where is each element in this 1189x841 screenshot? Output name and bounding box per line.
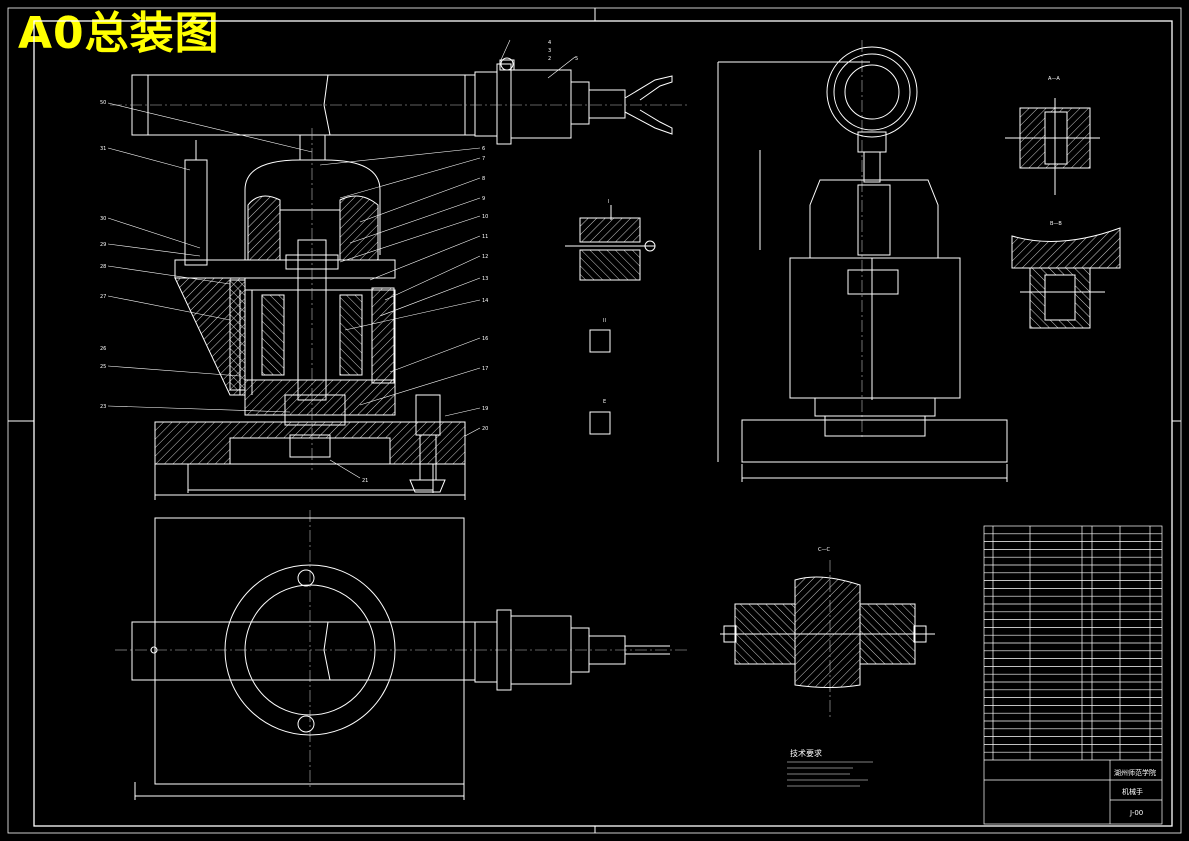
centerlines [110, 40, 863, 790]
title-block-part-name: 机械手 [1122, 787, 1143, 796]
technical-requirements: 技术要求 [787, 748, 873, 787]
detail-section-c [720, 576, 935, 688]
svg-text:21: 21 [362, 478, 368, 484]
side-view [717, 46, 1008, 482]
svg-text:2: 2 [548, 56, 551, 62]
svg-text:3: 3 [548, 48, 551, 54]
svg-text:29: 29 [100, 242, 106, 248]
svg-text:10: 10 [482, 214, 488, 220]
parts-list-table [983, 525, 1163, 825]
svg-text:12: 12 [482, 254, 488, 260]
part-number-labels: 50 31 30 29 28 27 26 25 23 6 7 8 9 10 11… [100, 40, 578, 484]
label-section-a: A—A [1048, 76, 1060, 82]
svg-text:8: 8 [482, 176, 485, 182]
svg-text:26: 26 [100, 346, 106, 352]
svg-text:31: 31 [100, 146, 106, 152]
svg-text:13: 13 [482, 276, 488, 282]
detail-section-i [565, 205, 656, 435]
svg-text:17: 17 [482, 366, 488, 372]
svg-text:9: 9 [482, 196, 485, 202]
drawing-title: A0总装图 [18, 8, 220, 59]
label-view-ii: II [603, 318, 606, 324]
title-block: 湖州师范学院 机械手 J-00 [1114, 768, 1156, 817]
svg-text:6: 6 [482, 146, 485, 152]
detail-section-a [1005, 98, 1100, 195]
svg-text:27: 27 [100, 294, 106, 300]
svg-text:30: 30 [100, 216, 106, 222]
label-section-c: C—C [818, 547, 830, 553]
svg-text:4: 4 [548, 40, 551, 46]
svg-text:16: 16 [482, 336, 488, 342]
svg-text:28: 28 [100, 264, 106, 270]
section-labels: A—A B—B C—C I II E [603, 76, 1062, 553]
svg-text:20: 20 [482, 426, 488, 432]
leader-lines [107, 39, 576, 479]
title-block-drawing-no: J-00 [1129, 809, 1143, 817]
top-view [131, 517, 670, 800]
svg-text:11: 11 [482, 234, 488, 240]
label-section-b: B—B [1050, 221, 1062, 227]
tech-req-heading: 技术要求 [790, 748, 822, 758]
svg-text:50: 50 [100, 100, 106, 106]
svg-text:23: 23 [100, 404, 106, 410]
svg-text:14: 14 [482, 298, 488, 304]
svg-text:5: 5 [575, 56, 578, 62]
title-block-school: 湖州师范学院 [1114, 768, 1156, 777]
svg-text:25: 25 [100, 364, 106, 370]
drawing-frame [7, 7, 1182, 834]
label-view-i: I [608, 199, 609, 205]
front-view [131, 57, 673, 500]
svg-text:7: 7 [482, 156, 485, 162]
svg-text:19: 19 [482, 406, 488, 412]
detail-section-b [1011, 227, 1121, 329]
label-view-e: E [603, 399, 606, 405]
